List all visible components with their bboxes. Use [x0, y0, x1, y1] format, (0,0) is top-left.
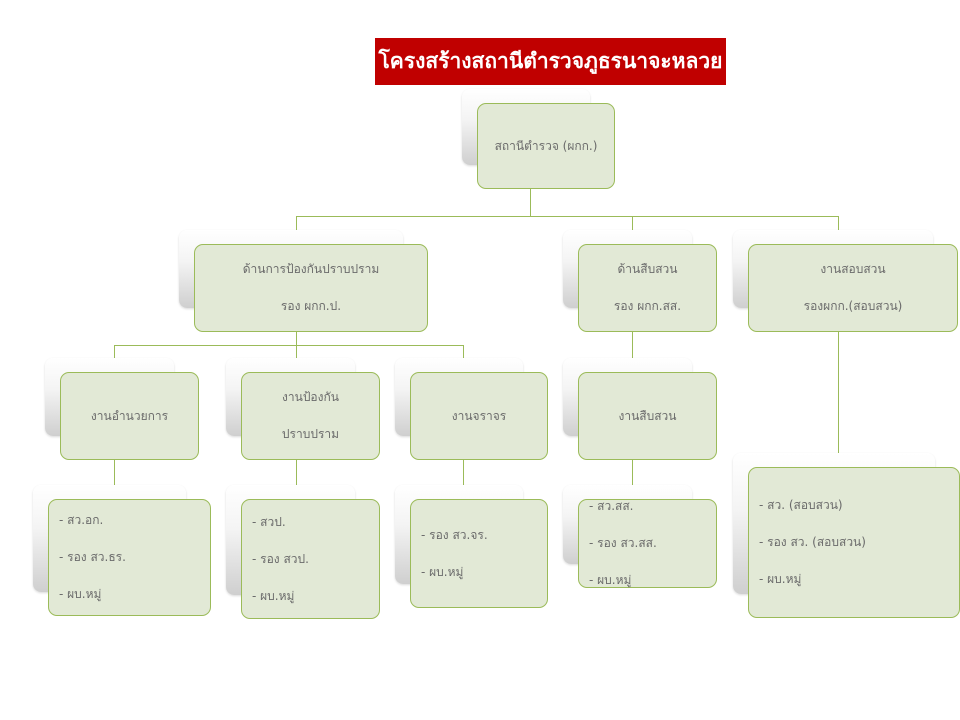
org-node-level2: งานป้องกันปราบปราม — [241, 372, 380, 460]
node-text: รองผกก.(สอบสวน) — [803, 299, 903, 313]
node-text: - ผบ.หมู่ — [589, 573, 632, 587]
org-node-level2: งานอำนวยการ — [60, 372, 199, 460]
node-text: ด้านสืบสวน — [617, 262, 678, 276]
node-text: รอง ผกก.สส. — [613, 299, 682, 313]
node-text: - รอง สว.ธร. — [59, 550, 126, 564]
node-text: - ผบ.หมู่ — [759, 572, 802, 586]
node-text: - สว.อก. — [59, 513, 104, 527]
node-text: - รอง สว.สส. — [589, 536, 657, 550]
connector — [632, 332, 633, 372]
connector — [463, 460, 464, 499]
connector — [296, 332, 297, 345]
connector — [296, 460, 297, 499]
node-text: ด้านการป้องกันปราบปราม — [242, 262, 380, 276]
org-node-level3: - สวป. - รอง สวป. - ผบ.หมู่ — [241, 499, 380, 619]
node-text: - สว. (สอบสวน) — [759, 498, 843, 512]
org-node-level2: งานจราจร — [410, 372, 548, 460]
node-text: งานจราจร — [451, 408, 507, 423]
connector — [838, 332, 839, 453]
node-text: - รอง สว. (สอบสวน) — [759, 535, 866, 549]
node-text: - สว.สส. — [589, 499, 634, 513]
node-text: - ผบ.หมู่ — [421, 564, 464, 579]
org-node-level1: งานสอบสวนรองผกก.(สอบสวน) — [748, 244, 958, 332]
org-node-level3: - รอง สว.จร. - ผบ.หมู่ — [410, 499, 548, 608]
node-text: งานป้องกัน — [282, 390, 339, 404]
node-text: สถานีตำรวจ (ผกก.) — [494, 138, 598, 153]
node-text: รอง ผกก.ป. — [280, 299, 342, 313]
node-text: งานสืบสวน — [618, 408, 677, 423]
connector — [632, 460, 633, 499]
connector — [114, 345, 463, 346]
node-text: - รอง สวป. — [252, 551, 309, 566]
org-node-level1: ด้านการป้องกันปราบปรามรอง ผกก.ป. — [194, 244, 428, 332]
node-text: - รอง สว.จร. — [421, 527, 488, 542]
node-text: งานสอบสวน — [820, 262, 886, 276]
chart-title: โครงสร้างสถานีตำรวจภูธรนาจะหลวย — [375, 38, 726, 85]
node-text: งานอำนวยการ — [90, 408, 169, 423]
connector — [530, 189, 531, 216]
org-node-level3: - สว.สส. - รอง สว.สส. - ผบ.หมู่ — [578, 499, 717, 588]
org-node-level1: ด้านสืบสวนรอง ผกก.สส. — [578, 244, 717, 332]
org-node-root: สถานีตำรวจ (ผกก.) — [477, 103, 615, 189]
node-text: - สวป. — [252, 514, 286, 529]
connector — [296, 216, 838, 217]
org-node-level2: งานสืบสวน — [578, 372, 717, 460]
org-node-level3: - สว.อก. - รอง สว.ธร. - ผบ.หมู่ — [48, 499, 211, 616]
node-text: ปราบปราม — [281, 427, 340, 441]
connector — [114, 460, 115, 499]
node-text: - ผบ.หมู่ — [59, 587, 102, 601]
node-text: - ผบ.หมู่ — [252, 588, 295, 603]
org-node-level3: - สว. (สอบสวน) - รอง สว. (สอบสวน) - ผบ.หมู… — [748, 467, 960, 618]
